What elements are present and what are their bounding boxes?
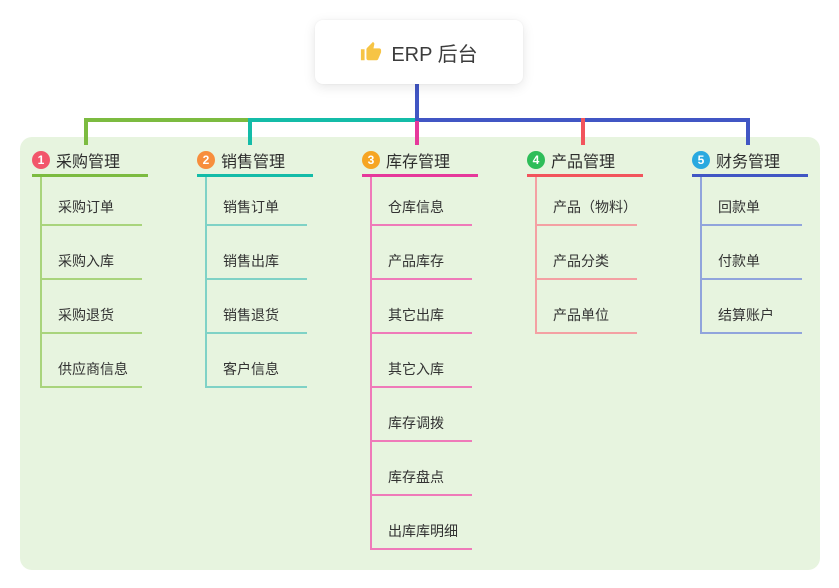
child-node[interactable]: 客户信息 bbox=[207, 334, 307, 388]
branch-product-title[interactable]: 4 产品管理 bbox=[527, 148, 643, 177]
branch-title-label: 产品管理 bbox=[551, 153, 616, 171]
branch-inventory-title[interactable]: 3 库存管理 bbox=[362, 148, 478, 177]
branch-sales-children: 销售订单 销售出库 销售退货 客户信息 bbox=[205, 177, 307, 388]
thumbs-up-icon bbox=[360, 41, 382, 63]
branch-finance-title[interactable]: 5 财务管理 bbox=[692, 148, 808, 177]
branches-panel bbox=[20, 137, 820, 570]
branch-inventory: 3 库存管理 仓库信息 产品库存 其它出库 其它入库 库存调拨 库存盘点 出库库… bbox=[362, 148, 478, 550]
branch-title-label: 库存管理 bbox=[386, 153, 451, 171]
child-node[interactable]: 采购退货 bbox=[42, 280, 142, 334]
child-node[interactable]: 产品（物料） bbox=[537, 177, 637, 226]
drop-line-finance bbox=[746, 118, 750, 145]
branch-finance-children: 回款单 付款单 结算账户 bbox=[700, 177, 802, 334]
child-node[interactable]: 回款单 bbox=[702, 177, 802, 226]
branch-product: 4 产品管理 产品（物料） 产品分类 产品单位 bbox=[527, 148, 643, 334]
child-node[interactable]: 其它出库 bbox=[372, 280, 472, 334]
root-node-label: ERP 后台 bbox=[391, 43, 478, 66]
child-node[interactable]: 仓库信息 bbox=[372, 177, 472, 226]
child-node[interactable]: 产品分类 bbox=[537, 226, 637, 280]
branch-title-label: 财务管理 bbox=[716, 153, 781, 171]
branch-sales: 2 销售管理 销售订单 销售出库 销售退货 客户信息 bbox=[197, 148, 313, 388]
drop-line-product bbox=[581, 118, 585, 145]
child-node[interactable]: 销售退货 bbox=[207, 280, 307, 334]
root-connector-line bbox=[415, 84, 419, 120]
branch-finance: 5 财务管理 回款单 付款单 结算账户 bbox=[692, 148, 808, 334]
drop-line-purchase bbox=[84, 118, 88, 145]
branch-sales-title[interactable]: 2 销售管理 bbox=[197, 148, 313, 177]
branch-number-badge: 3 bbox=[362, 150, 380, 169]
bus-line-green bbox=[84, 118, 252, 122]
branch-number-badge: 2 bbox=[197, 150, 215, 169]
child-node[interactable]: 销售出库 bbox=[207, 226, 307, 280]
child-node[interactable]: 销售订单 bbox=[207, 177, 307, 226]
root-node[interactable]: ERP 后台 bbox=[315, 20, 523, 84]
child-node[interactable]: 产品单位 bbox=[537, 280, 637, 334]
bus-line-teal bbox=[250, 118, 418, 122]
branch-product-children: 产品（物料） 产品分类 产品单位 bbox=[535, 177, 637, 334]
child-node[interactable]: 产品库存 bbox=[372, 226, 472, 280]
child-node[interactable]: 供应商信息 bbox=[42, 334, 142, 388]
child-node[interactable]: 采购入库 bbox=[42, 226, 142, 280]
drop-line-inventory bbox=[415, 121, 419, 145]
child-node[interactable]: 其它入库 bbox=[372, 334, 472, 388]
branch-title-label: 销售管理 bbox=[221, 153, 286, 171]
child-node[interactable]: 库存调拨 bbox=[372, 388, 472, 442]
branch-inventory-children: 仓库信息 产品库存 其它出库 其它入库 库存调拨 库存盘点 出库库明细 bbox=[370, 177, 472, 550]
branch-purchase-title[interactable]: 1 采购管理 bbox=[32, 148, 148, 177]
child-node[interactable]: 采购订单 bbox=[42, 177, 142, 226]
branch-title-label: 采购管理 bbox=[56, 153, 121, 171]
branch-number-badge: 5 bbox=[692, 150, 710, 169]
branch-number-badge: 4 bbox=[527, 150, 545, 169]
child-node[interactable]: 付款单 bbox=[702, 226, 802, 280]
child-node[interactable]: 出库库明细 bbox=[372, 496, 472, 550]
child-node[interactable]: 结算账户 bbox=[702, 280, 802, 334]
child-node[interactable]: 库存盘点 bbox=[372, 442, 472, 496]
branch-purchase: 1 采购管理 采购订单 采购入库 采购退货 供应商信息 bbox=[32, 148, 148, 388]
drop-line-sales bbox=[248, 118, 252, 145]
branch-purchase-children: 采购订单 采购入库 采购退货 供应商信息 bbox=[40, 177, 142, 388]
branch-number-badge: 1 bbox=[32, 150, 50, 169]
